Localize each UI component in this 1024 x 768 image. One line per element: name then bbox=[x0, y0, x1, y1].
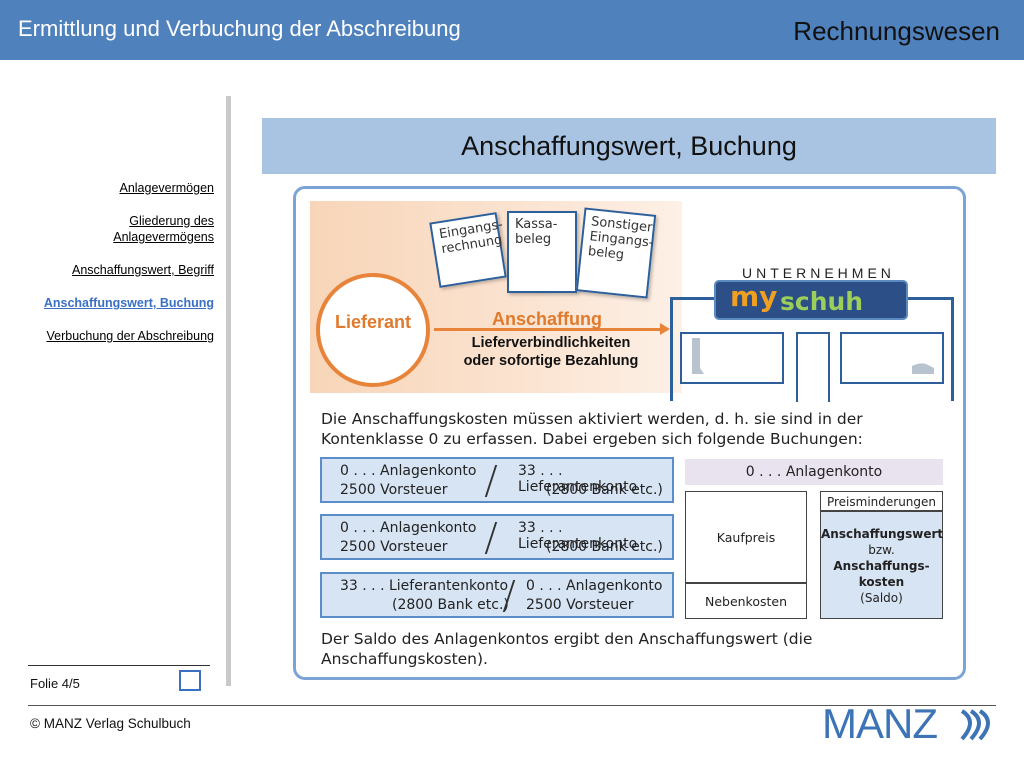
booking-haben-2: (2800 Bank etc.) bbox=[546, 482, 663, 498]
t-account-right-top: Preisminderungen bbox=[820, 491, 943, 511]
t-account-left-top: Kaufpreis bbox=[685, 491, 807, 583]
doc-kassabeleg: Kassa- beleg bbox=[507, 211, 577, 293]
doc-eingangsrechnung: Eingangs- rechnung bbox=[429, 212, 507, 288]
manz-logo-icon bbox=[960, 709, 990, 741]
booking-soll-1: 33 . . . Lieferantenkonto bbox=[340, 578, 509, 594]
presentation-title: Ermittlung und Verbuchung der Abschreibu… bbox=[18, 16, 461, 41]
doc-label: Eingangs- rechnung bbox=[438, 217, 504, 258]
liabilities-label: Lieferverbindlichkeiten oder sofortige B… bbox=[463, 335, 639, 369]
slide-number: Folie 4/5 bbox=[30, 676, 80, 691]
booking-soll-1: 0 . . . Anlagenkonto bbox=[340, 463, 477, 479]
t-account-bzw: bzw. bbox=[868, 543, 895, 557]
booking-soll-2: 2500 Vorsteuer bbox=[340, 482, 448, 498]
booking-haben-1: 33 . . . Lieferantenkonto bbox=[518, 463, 638, 495]
doc-label: Sonstiger Eingangs- beleg bbox=[587, 214, 655, 263]
copyright-text: © MANZ Verlag Schulbuch bbox=[30, 716, 191, 731]
t-account-right-saldo: Anschaffungswert bzw. Anschaffungs- kost… bbox=[820, 511, 943, 619]
arrow-head-icon bbox=[660, 323, 670, 335]
slide-title: Anschaffungswert, Buchung bbox=[461, 131, 797, 161]
nav-item-anschaffungswert-begriff[interactable]: Anschaffungswert, Begriff bbox=[72, 263, 214, 277]
acquisition-label: Anschaffung bbox=[492, 309, 602, 329]
logo-schuh: schuh bbox=[780, 287, 864, 316]
booking-slash bbox=[484, 465, 498, 497]
t-account-preisminderungen: Preisminderungen bbox=[826, 495, 937, 509]
t-account-kaufpreis: Kaufpreis bbox=[716, 530, 776, 545]
subject-title: Rechnungswesen bbox=[793, 16, 1000, 46]
boot-icon bbox=[692, 338, 704, 374]
t-account-nebenkosten: Nebenkosten bbox=[704, 594, 788, 609]
store-window-left bbox=[680, 332, 784, 384]
booking-haben-1: 0 . . . Anlagenkonto bbox=[526, 578, 663, 594]
nav-item-anschaffungswert-buchung[interactable]: Anschaffungswert, Buchung bbox=[43, 296, 214, 310]
booking-slash bbox=[484, 522, 498, 554]
booking-haben-1: 33 . . . Lieferantenkonto bbox=[518, 520, 638, 552]
booking-2: 0 . . . Anlagenkonto 2500 Vorsteuer 33 .… bbox=[320, 514, 674, 560]
footer-divider bbox=[28, 705, 996, 706]
nav-item-verbuchung-abschreibung[interactable]: Verbuchung der Abschreibung bbox=[46, 329, 215, 343]
t-account-kosten: kosten bbox=[858, 575, 905, 589]
company-label: UNTERNEHMEN bbox=[742, 265, 895, 281]
store-door bbox=[796, 332, 830, 402]
intro-text: Die Anschaffungskosten müssen aktiviert … bbox=[321, 410, 863, 448]
closing-text: Der Saldo des Anlagenkontos ergibt den A… bbox=[321, 630, 813, 668]
slide-title-bar: Anschaffungswert, Buchung bbox=[262, 118, 996, 174]
t-account-saldo: (Saldo) bbox=[860, 591, 903, 605]
manz-logo-text: MANZ bbox=[822, 700, 938, 747]
doc-sonstiger-eingangsbeleg: Sonstiger Eingangs- beleg bbox=[575, 207, 657, 299]
booking-3: 33 . . . Lieferantenkonto (2800 Bank etc… bbox=[320, 572, 674, 618]
booking-haben-2: (2800 Bank etc.) bbox=[546, 539, 663, 555]
supplier-label: Lieferant bbox=[334, 312, 412, 332]
supplier-circle: Lieferant bbox=[316, 273, 430, 387]
slide-navigation: Anlagevermögen Gliederung des Anlageverm… bbox=[0, 180, 214, 361]
nav-item-gliederung[interactable]: Gliederung des Anlagevermögens bbox=[113, 214, 214, 244]
booking-soll-2: (2800 Bank etc.) bbox=[392, 597, 509, 613]
booking-haben-2: 2500 Vorsteuer bbox=[526, 597, 634, 613]
myschuh-logo: my schuh bbox=[714, 280, 908, 320]
logo-my: my bbox=[730, 280, 778, 313]
nav-divider bbox=[226, 96, 231, 686]
flow-arrow bbox=[434, 328, 662, 331]
footer-divider-short bbox=[28, 665, 210, 666]
booking-1: 0 . . . Anlagenkonto 2500 Vorsteuer 33 .… bbox=[320, 457, 674, 503]
nav-item-anlagevermoegen[interactable]: Anlagevermögen bbox=[119, 181, 214, 195]
t-account-title: 0 . . . Anlagenkonto bbox=[685, 459, 943, 485]
header-bar: Ermittlung und Verbuchung der Abschreibu… bbox=[0, 0, 1024, 60]
booking-soll-2: 2500 Vorsteuer bbox=[340, 539, 448, 555]
t-account-left-bottom: Nebenkosten bbox=[685, 583, 807, 619]
textbook-figure: Eingangs- rechnung Kassa- beleg Sonstige… bbox=[293, 186, 966, 680]
booking-soll-1: 0 . . . Anlagenkonto bbox=[340, 520, 477, 536]
store-window-right bbox=[840, 332, 944, 384]
square-nav-icon[interactable] bbox=[179, 670, 201, 691]
t-account-anschaffungswert: Anschaffungswert bbox=[821, 527, 944, 541]
t-account-anschaffungs: Anschaffungs- bbox=[833, 559, 930, 573]
doc-label: Kassa- beleg bbox=[515, 217, 558, 247]
shoe-icon bbox=[912, 363, 934, 374]
